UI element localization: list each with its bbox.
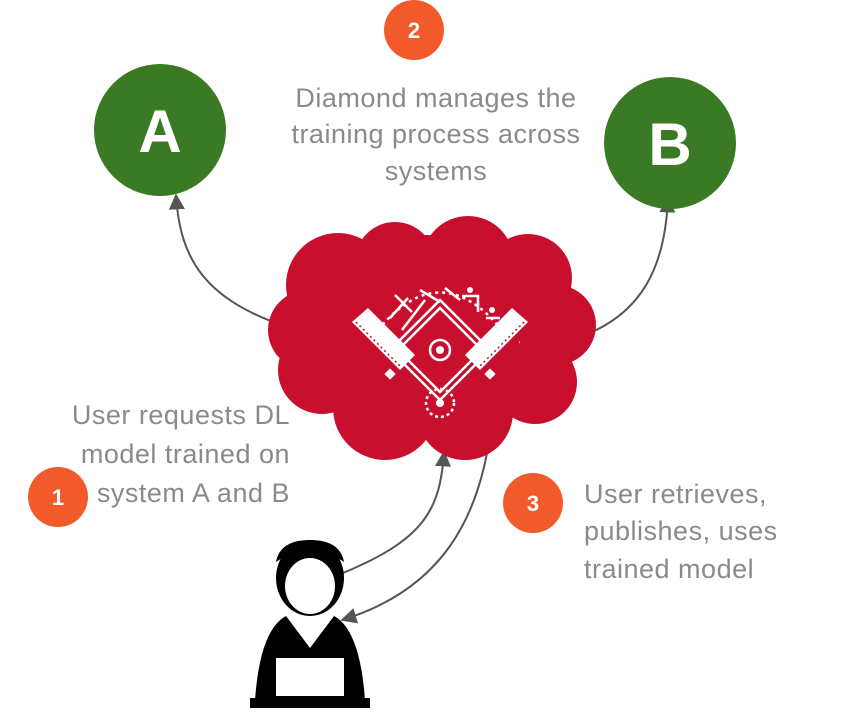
step-1-badge (28, 467, 88, 527)
arrow-cloud-to-b (591, 196, 676, 333)
step-2: 2 Diamond manages the training process a… (291, 0, 580, 186)
step-2-line-3: systems (385, 156, 488, 186)
step-1-number: 1 (52, 485, 64, 510)
step-3-line-3: trained model (584, 554, 754, 584)
arrow-user-to-cloud (337, 450, 451, 576)
step-2-line-2: training process across (291, 119, 580, 149)
node-a: A (94, 64, 226, 196)
diamond-cloud (268, 216, 596, 460)
step-2-number: 2 (408, 18, 420, 43)
step-2-line-1: Diamond manages the (295, 83, 576, 113)
step-2-badge (384, 0, 444, 60)
step-3-number: 3 (527, 491, 539, 516)
step-3: 3 User retrieves, publishes, uses traine… (503, 473, 778, 584)
diamond-logo-icon (352, 287, 528, 419)
step-3-line-2: publishes, uses (584, 516, 778, 546)
step-3-badge (503, 473, 563, 533)
node-b: B (604, 77, 736, 209)
node-b-label: B (648, 111, 691, 178)
step-1: 1 User requests DL model trained on syst… (28, 400, 290, 527)
step-3-line-1: User retrieves, (584, 479, 767, 509)
step-1-line-2: model trained on (81, 439, 290, 469)
step-1-line-1: User requests DL (72, 400, 290, 430)
step-1-line-3: system A and B (97, 478, 290, 508)
node-a-label: A (138, 98, 181, 165)
arrow-cloud-to-user (340, 417, 493, 624)
user-at-laptop-icon (250, 540, 370, 708)
arrow-cloud-to-a (168, 193, 291, 329)
